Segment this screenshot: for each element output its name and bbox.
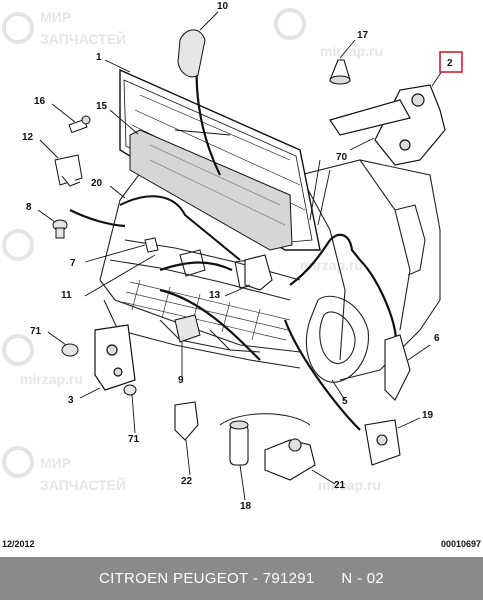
highlight-box-part-2 xyxy=(439,51,463,73)
callout-17: 17 xyxy=(357,30,369,41)
plug-part-71 xyxy=(61,343,79,357)
latch-part-3 xyxy=(94,324,136,391)
watermark-site: mirzap.ru xyxy=(320,43,383,59)
van-body xyxy=(99,149,441,383)
release-handle-part-13 xyxy=(244,254,273,291)
title-separator: - xyxy=(248,570,263,587)
striker-part-22 xyxy=(174,401,199,441)
callout-7: 7 xyxy=(70,258,76,269)
callout-13: 13 xyxy=(209,290,221,301)
callout-6: 6 xyxy=(434,333,440,344)
seal-part-10 xyxy=(177,29,206,78)
plug-part-8 xyxy=(52,219,68,239)
title-section: N - 02 xyxy=(341,570,385,587)
callout-8: 8 xyxy=(26,202,32,213)
watermark-site: mirzap.ru xyxy=(20,371,83,387)
watermark-brand-top: МИР xyxy=(40,9,71,25)
bracket-part-6 xyxy=(384,334,411,401)
lock-mechanism-part-21 xyxy=(264,438,316,481)
title-code: 791291 xyxy=(262,570,315,587)
hinge-part-2 xyxy=(329,84,446,166)
callout-22: 22 xyxy=(181,476,193,487)
document-reference: 00010697 xyxy=(440,539,481,549)
callout-70: 70 xyxy=(336,152,348,163)
plug-part-71 xyxy=(123,384,137,396)
grille xyxy=(121,279,291,341)
leader-lines xyxy=(37,11,449,501)
watermark-brand-bottom: ЗАПЧАСТЕЙ xyxy=(40,30,126,47)
insulation-pad-part-15 xyxy=(129,129,293,251)
callout-10: 10 xyxy=(217,1,229,12)
callout-21: 21 xyxy=(334,480,346,491)
title-bar: CITROEN PEUGEOT - 791291 N - 02 xyxy=(0,557,483,600)
callout-18: 18 xyxy=(240,501,252,512)
callout-15: 15 xyxy=(96,101,108,112)
screw-part-16 xyxy=(68,115,91,134)
callout-5: 5 xyxy=(342,396,348,407)
callout-9: 9 xyxy=(178,375,184,386)
title-make: CITROEN PEUGEOT xyxy=(98,570,249,587)
callout-3: 3 xyxy=(68,395,74,406)
callout-11: 11 xyxy=(61,290,72,301)
release-cable xyxy=(69,34,397,431)
bump-stop-part-17 xyxy=(329,59,351,85)
watermark-logo: mirzap.ru xyxy=(274,8,383,59)
callout-16: 16 xyxy=(34,96,46,107)
callout-2: 2 xyxy=(447,58,453,69)
watermark-site: mirzap.ru xyxy=(318,477,381,493)
watermark-brand-top: МИР xyxy=(40,455,71,471)
callout-1: 1 xyxy=(96,52,102,63)
revision-date: 12/2012 xyxy=(2,539,35,549)
bracket-part-9 xyxy=(174,314,201,343)
prop-rod-part-20 xyxy=(119,195,241,261)
clip-part-7 xyxy=(144,237,159,253)
callout-71: 71 xyxy=(128,434,140,445)
lock-cylinder-part-18 xyxy=(229,420,249,466)
watermark-brand-bottom: ЗАПЧАСТЕЙ xyxy=(40,476,126,493)
callout-labels: 10 1 17 2 16 15 12 70 20 8 7 11 13 6 71 … xyxy=(22,1,453,512)
watermark-site: mirzap.ru xyxy=(300,257,363,273)
callout-20: 20 xyxy=(91,178,103,189)
latch-part-19 xyxy=(364,419,401,466)
watermark-logo: МИР ЗАПЧАСТЕЙ xyxy=(2,9,126,47)
watermark-logo: mirzap.ru xyxy=(2,334,83,387)
callout-12: 12 xyxy=(22,132,34,143)
title-gap xyxy=(315,570,342,587)
callout-19: 19 xyxy=(422,410,434,421)
watermark-logo: МИР ЗАПЧАСТЕЙ xyxy=(2,446,126,493)
clip-part-12 xyxy=(54,154,83,187)
callout-71: 71 xyxy=(30,326,42,337)
